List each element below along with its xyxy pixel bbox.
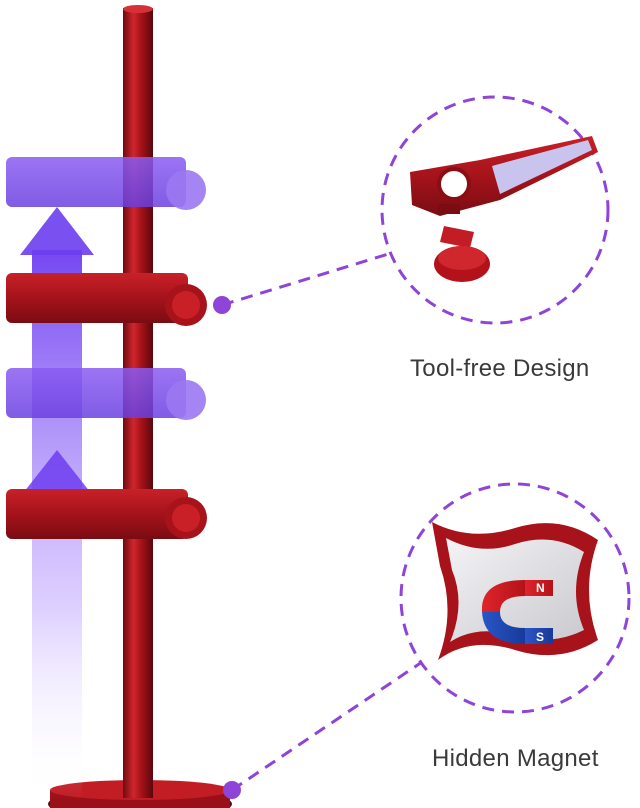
callout-connector xyxy=(223,660,423,799)
magnet-pole-label: N xyxy=(536,581,545,595)
red-support-arm xyxy=(6,489,207,539)
callout-connector xyxy=(213,246,409,314)
clamp-and-thumbscrew-icon xyxy=(410,136,598,282)
magnet-pole-label: S xyxy=(536,630,544,644)
ghost-arm-position xyxy=(6,157,206,210)
horseshoe-magnet-icon xyxy=(481,580,553,644)
callout-tool-free xyxy=(380,95,610,325)
red-support-arm xyxy=(6,273,207,326)
stand-base xyxy=(48,780,232,808)
callout-hidden-magnet xyxy=(399,482,631,714)
upward-arrow-icon xyxy=(20,450,94,497)
feature-caption-hidden-magnet: Hidden Magnet xyxy=(432,745,599,772)
feature-caption-tool-free: Tool-free Design xyxy=(410,355,590,382)
ghost-arm-position xyxy=(6,368,206,420)
